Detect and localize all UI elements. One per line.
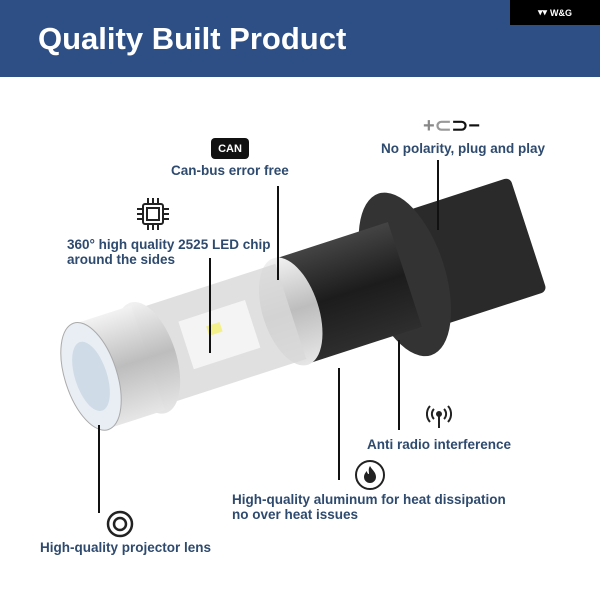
page-title: Quality Built Product xyxy=(38,21,347,56)
lens-callout-line xyxy=(98,425,100,513)
header-banner: Quality Built Product ▾▾W&G xyxy=(0,0,600,77)
antenna-icon xyxy=(426,405,452,428)
polarity-callout-line xyxy=(437,160,439,230)
lens-label: High-quality projector lens xyxy=(40,540,212,555)
canbus-callout-line xyxy=(277,186,279,280)
chip-label-line1: 360° high quality 2525 LED chip xyxy=(67,237,271,252)
canbus-label: Can-bus error free xyxy=(171,163,289,178)
polarity-icon: +⊂⊃− xyxy=(423,115,480,137)
radio-label: Anti radio interference xyxy=(367,437,512,452)
chip-icon xyxy=(137,198,169,230)
aluminum-callout-line xyxy=(338,368,340,480)
plus-sign: + xyxy=(423,115,435,137)
chip-label-line2: around the sides xyxy=(67,252,176,267)
brand-logo: ▾▾W&G xyxy=(510,0,600,25)
radio-callout-line xyxy=(398,340,400,430)
lens-icon xyxy=(106,510,134,538)
fire-icon xyxy=(355,460,385,490)
brand-mark-icon: ▾▾ xyxy=(537,7,548,17)
can-badge: CAN xyxy=(211,138,249,159)
aluminum-label-line1: High-quality aluminum for heat dissipati… xyxy=(232,492,506,507)
aluminum-label-line2: no over heat issues xyxy=(232,507,359,522)
chip-callout-line xyxy=(209,258,211,353)
brand-name: W&G xyxy=(550,7,573,18)
minus-sign: − xyxy=(468,115,480,137)
polarity-label: No polarity, plug and play xyxy=(381,141,546,156)
